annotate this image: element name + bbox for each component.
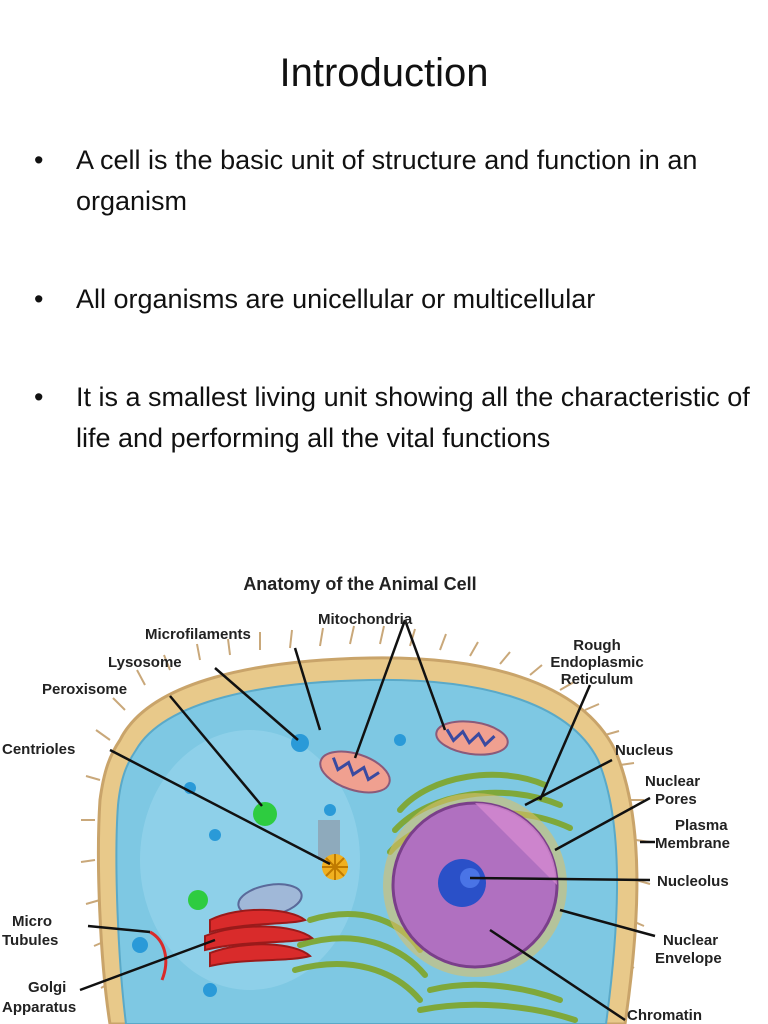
animal-cell-figure: Anatomy of the Animal Cell xyxy=(0,560,768,1024)
label-nuclear-envelope: Nuclear xyxy=(663,932,718,949)
bullet-dot-icon: • xyxy=(34,382,44,412)
bullet-dot-icon: • xyxy=(34,145,44,175)
leader-lines xyxy=(79,619,656,1022)
label-nuclear-pores: Pores xyxy=(655,791,697,808)
label-peroxisome: Peroxisome xyxy=(42,681,127,698)
bullet-text: All organisms are unicellular or multice… xyxy=(76,284,596,314)
bullet-item: • It is a smallest living unit showing a… xyxy=(34,377,754,459)
rough-er-shape xyxy=(292,771,578,1023)
bullet-dot-icon: • xyxy=(34,284,44,314)
label-microfilaments: Microfilaments xyxy=(145,626,251,643)
label-rough-er: Reticulum xyxy=(561,671,634,688)
bullet-text: A cell is the basic unit of structure an… xyxy=(76,145,698,216)
label-nucleolus: Nucleolus xyxy=(657,873,729,890)
label-centrioles: Centrioles xyxy=(2,741,75,758)
label-nucleus: Nucleus xyxy=(615,742,673,759)
label-chromatin: Chromatin xyxy=(627,1007,702,1024)
cell-diagram: Anatomy of the Animal Cell xyxy=(2,574,730,1024)
golgi-apparatus-shape xyxy=(204,908,315,968)
label-plasma-membrane: Membrane xyxy=(655,835,730,852)
label-micro-tubules: Micro xyxy=(12,913,52,930)
label-plasma-membrane: Plasma xyxy=(675,817,728,834)
label-nuclear-pores: Nuclear xyxy=(645,773,700,790)
bullet-text: It is a smallest living unit showing all… xyxy=(76,382,750,453)
label-rough-er: Rough xyxy=(573,637,620,654)
label-nuclear-envelope: Envelope xyxy=(655,950,722,967)
bullet-item: • A cell is the basic unit of structure … xyxy=(34,140,754,222)
label-rough-er: Endoplasmic xyxy=(550,654,643,671)
peroxisome-shape xyxy=(253,802,277,826)
slide-title: Introduction xyxy=(279,51,489,95)
label-mitochondria: Mitochondria xyxy=(318,611,413,628)
label-golgi-apparatus: Apparatus xyxy=(2,999,76,1016)
label-micro-tubules: Tubules xyxy=(2,932,58,949)
microtubules-shape xyxy=(149,930,168,981)
label-lysosome: Lysosome xyxy=(108,654,182,671)
label-golgi-apparatus: Golgi xyxy=(28,979,66,996)
mitochondria-shape xyxy=(237,720,509,917)
figure-title: Anatomy of the Animal Cell xyxy=(243,574,476,594)
bullet-item: • All organisms are unicellular or multi… xyxy=(34,279,595,320)
centrioles-shape xyxy=(318,820,348,880)
